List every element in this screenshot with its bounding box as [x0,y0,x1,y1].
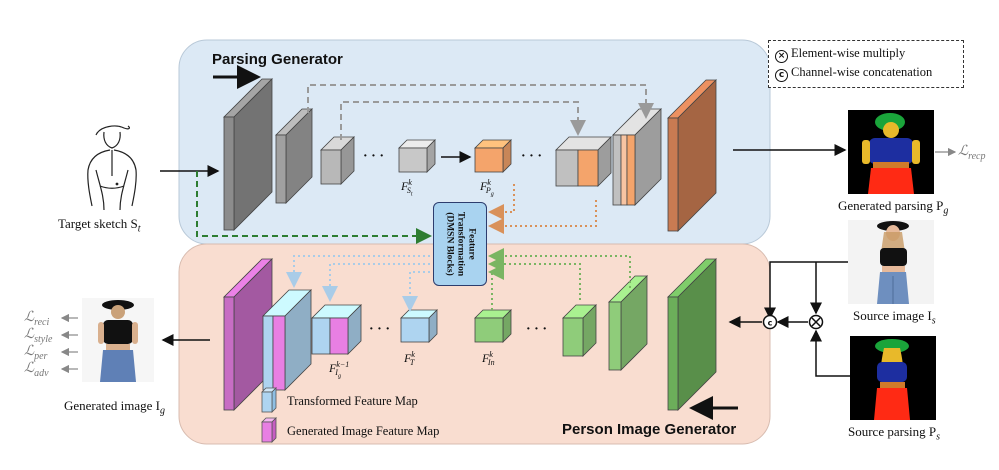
person-decoder-block-2 [262,289,312,391]
legend-transformed-label: Transformed Feature Map [287,394,418,408]
parsing-encoder-block-2 [275,108,313,204]
feature-label-fpg: FkPg [480,178,494,198]
loss-adv: ℒadv [24,361,49,379]
generated-parsing-image [848,110,934,194]
source-parsing-caption: Source parsing Ps [848,424,941,443]
person-decoder-block-1 [223,258,273,411]
ellipsis-person-encoder: · · · [526,322,548,337]
source-image-caption: Source image Is [853,308,936,327]
parsing-feature-fst [398,139,436,173]
ellipsis-person-decoder: · · · [369,322,391,337]
legend-generated-swatch [261,417,277,443]
dmsn-label: Feature Transformation (DMSN Blocks) [444,211,477,277]
multiply-symbol [808,314,824,330]
target-sketch-caption: Target sketch St [58,216,141,235]
person-feature-fin [474,309,512,343]
feature-label-fig: Fk−1Ig [329,360,350,380]
generated-image-photo [82,298,154,382]
dmsn-to-decoder-1 [286,255,430,288]
ellipsis-parsing-encoder: · · · [363,149,385,164]
parsing-encoder-block-3 [320,136,355,185]
person-feature-ft [400,309,438,343]
person-encoder-block-3 [667,258,717,411]
dmsn-feature-transformation-box: Feature Transformation (DMSN Blocks) [433,202,487,286]
feature-label-fst: FkSt [401,178,413,198]
concat-symbol: c [762,314,778,330]
sketch-to-dmsn-line [196,171,432,244]
skip-connection-inner [340,101,586,140]
target-sketch-figure [87,125,137,211]
loss-per: ℒper [24,344,48,362]
parsing-feature-fpg [474,139,512,173]
loss-style: ℒstyle [24,327,53,345]
loss-reci: ℒreci [24,310,50,328]
feature-label-ft: FkT [404,350,415,368]
source-image-photo [848,220,934,304]
feature-label-fin: FkIn [482,350,495,368]
person-generator-title: Person Image Generator [562,421,737,438]
person-feature-to-dmsn-2 [488,256,581,300]
source-parsing-image [850,336,936,420]
legend-multiply: ×Element-wise multiply [775,46,905,63]
parsing-encoder-block-1 [223,78,273,231]
person-encoder-block-2 [608,275,648,371]
parsing-decoder-block-1 [555,136,612,187]
loss-recp: ℒrecp [958,144,986,162]
dmsn-to-decoder-2 [322,263,430,302]
generated-image-caption: Generated image Ig [64,398,166,417]
concat-legend-icon: c [775,69,788,82]
parsing-decoder-block-3 [667,79,717,232]
parsing-generator-title: Parsing Generator [212,51,343,68]
legend-transformed-swatch [261,387,277,413]
legend-generated-label: Generated Image Feature Map [287,424,440,438]
ellipsis-parsing-decoder: · · · [521,149,543,164]
source-image-line [764,261,848,320]
person-feature-to-dmsn-3 [488,248,631,288]
svg-text:c: c [768,319,773,328]
multiply-legend-icon: × [775,50,788,63]
parsing-feature-to-dmsn-2 [488,200,597,234]
person-feature-fig [311,304,362,355]
generated-parsing-caption: Generated parsing Pg [838,198,949,217]
source-parsing-to-multiply [810,329,850,377]
person-encoder-block-1 [562,304,597,357]
skip-connection-outer [307,84,654,119]
dmsn-to-decoder-3 [402,271,430,312]
